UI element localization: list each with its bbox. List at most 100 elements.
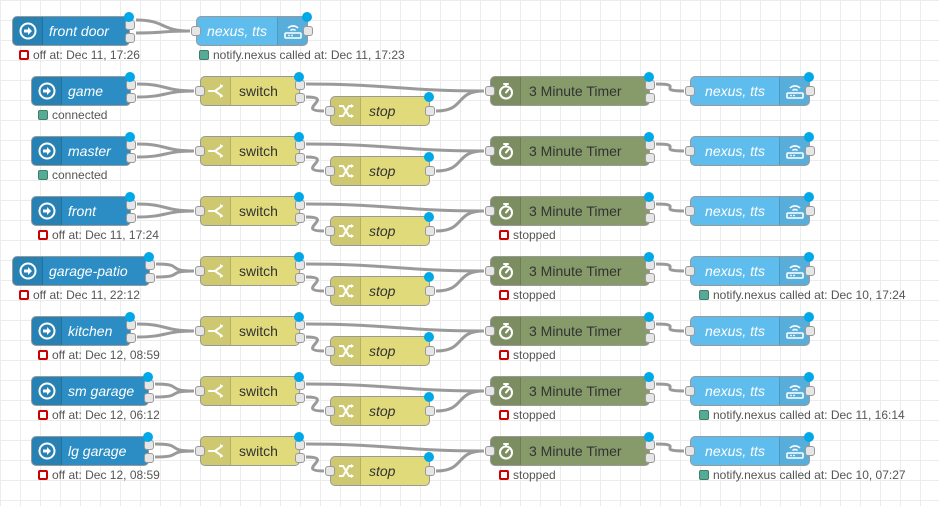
timer-node-game[interactable]: 3 Minute Timer [485, 72, 655, 106]
switch-node-game[interactable]: switch [195, 72, 305, 106]
output-port[interactable] [295, 153, 305, 163]
output-port[interactable] [805, 146, 815, 156]
input-port[interactable] [685, 386, 695, 396]
timer-node-kitchen[interactable]: 3 Minute Timer [485, 312, 655, 346]
input-port[interactable] [485, 266, 495, 276]
input-port[interactable] [195, 266, 205, 276]
event-node-kitchen[interactable]: kitchen [31, 312, 136, 346]
output-port[interactable] [645, 333, 655, 343]
output-port[interactable] [645, 273, 655, 283]
output-port[interactable] [805, 386, 815, 396]
output-port[interactable] [805, 206, 815, 216]
output-port[interactable] [126, 153, 136, 163]
stop-node-kitchen[interactable]: stop [325, 332, 435, 366]
output-port[interactable] [144, 453, 154, 463]
output-port[interactable] [295, 273, 305, 283]
stop-node-garage-patio[interactable]: stop [325, 272, 435, 306]
output-port[interactable] [295, 393, 305, 403]
switch-node-kitchen[interactable]: switch [195, 312, 305, 346]
output-port[interactable] [645, 393, 655, 403]
output-port[interactable] [805, 86, 815, 96]
output-port[interactable] [126, 213, 136, 223]
stop-node-front[interactable]: stop [325, 212, 435, 246]
switch-node-master[interactable]: switch [195, 132, 305, 166]
output-port[interactable] [425, 106, 435, 116]
input-port[interactable] [485, 146, 495, 156]
stop-node-lg-garage[interactable]: stop [325, 452, 435, 486]
stop-node-sm-garage[interactable]: stop [325, 392, 435, 426]
input-port[interactable] [325, 166, 335, 176]
output-port[interactable] [805, 266, 815, 276]
tts-node-master[interactable]: nexus, tts [685, 132, 815, 166]
output-port[interactable] [645, 453, 655, 463]
input-port[interactable] [325, 346, 335, 356]
input-port[interactable] [685, 86, 695, 96]
output-port[interactable] [425, 406, 435, 416]
input-port[interactable] [685, 446, 695, 456]
tts-node-front[interactable]: nexus, tts [685, 192, 815, 226]
input-port[interactable] [191, 26, 201, 36]
switch-node-garage-patio[interactable]: switch [195, 252, 305, 286]
event-node-front-door[interactable]: front door [12, 12, 135, 46]
output-port[interactable] [295, 93, 305, 103]
input-port[interactable] [195, 446, 205, 456]
output-port[interactable] [303, 26, 313, 36]
output-port[interactable] [295, 453, 305, 463]
input-port[interactable] [485, 86, 495, 96]
timer-node-front[interactable]: 3 Minute Timer [485, 192, 655, 226]
switch-node-front[interactable]: switch [195, 192, 305, 226]
input-port[interactable] [485, 386, 495, 396]
output-port[interactable] [645, 213, 655, 223]
output-port[interactable] [805, 446, 815, 456]
timer-node-lg-garage[interactable]: 3 Minute Timer [485, 432, 655, 466]
event-node-master[interactable]: master [31, 132, 136, 166]
event-node-lg-garage[interactable]: lg garage [31, 432, 154, 466]
output-port[interactable] [145, 273, 155, 283]
output-port[interactable] [425, 286, 435, 296]
tts-node-garage-patio[interactable]: nexus, tts [685, 252, 815, 286]
input-port[interactable] [685, 266, 695, 276]
input-port[interactable] [325, 106, 335, 116]
tts-node-game[interactable]: nexus, tts [685, 72, 815, 106]
event-node-front[interactable]: front [31, 192, 136, 226]
tts-node-kitchen[interactable]: nexus, tts [685, 312, 815, 346]
output-port[interactable] [425, 346, 435, 356]
output-port[interactable] [425, 166, 435, 176]
timer-node-sm-garage[interactable]: 3 Minute Timer [485, 372, 655, 406]
switch-node-sm-garage[interactable]: switch [195, 372, 305, 406]
output-port[interactable] [645, 153, 655, 163]
event-node-sm-garage[interactable]: sm garage [31, 372, 154, 406]
timer-node-master[interactable]: 3 Minute Timer [485, 132, 655, 166]
output-port[interactable] [295, 213, 305, 223]
output-port[interactable] [425, 466, 435, 476]
output-port[interactable] [125, 33, 135, 43]
output-port[interactable] [126, 93, 136, 103]
tts-node-sm-garage[interactable]: nexus, tts [685, 372, 815, 406]
input-port[interactable] [685, 146, 695, 156]
stop-node-game[interactable]: stop [325, 92, 435, 126]
output-port[interactable] [805, 326, 815, 336]
tts-node-top[interactable]: nexus, tts [191, 12, 313, 46]
input-port[interactable] [485, 206, 495, 216]
tts-node-lg-garage[interactable]: nexus, tts [685, 432, 815, 466]
input-port[interactable] [195, 326, 205, 336]
output-port[interactable] [425, 226, 435, 236]
event-node-garage-patio[interactable]: garage-patio [12, 252, 155, 286]
input-port[interactable] [325, 406, 335, 416]
event-node-game[interactable]: game [31, 72, 136, 106]
input-port[interactable] [195, 86, 205, 96]
output-port[interactable] [645, 93, 655, 103]
input-port[interactable] [195, 206, 205, 216]
output-port[interactable] [295, 333, 305, 343]
input-port[interactable] [325, 466, 335, 476]
output-port[interactable] [144, 393, 154, 403]
switch-node-lg-garage[interactable]: switch [195, 432, 305, 466]
timer-node-garage-patio[interactable]: 3 Minute Timer [485, 252, 655, 286]
input-port[interactable] [485, 446, 495, 456]
input-port[interactable] [685, 326, 695, 336]
input-port[interactable] [325, 286, 335, 296]
input-port[interactable] [195, 146, 205, 156]
stop-node-master[interactable]: stop [325, 152, 435, 186]
output-port[interactable] [126, 333, 136, 343]
input-port[interactable] [685, 206, 695, 216]
